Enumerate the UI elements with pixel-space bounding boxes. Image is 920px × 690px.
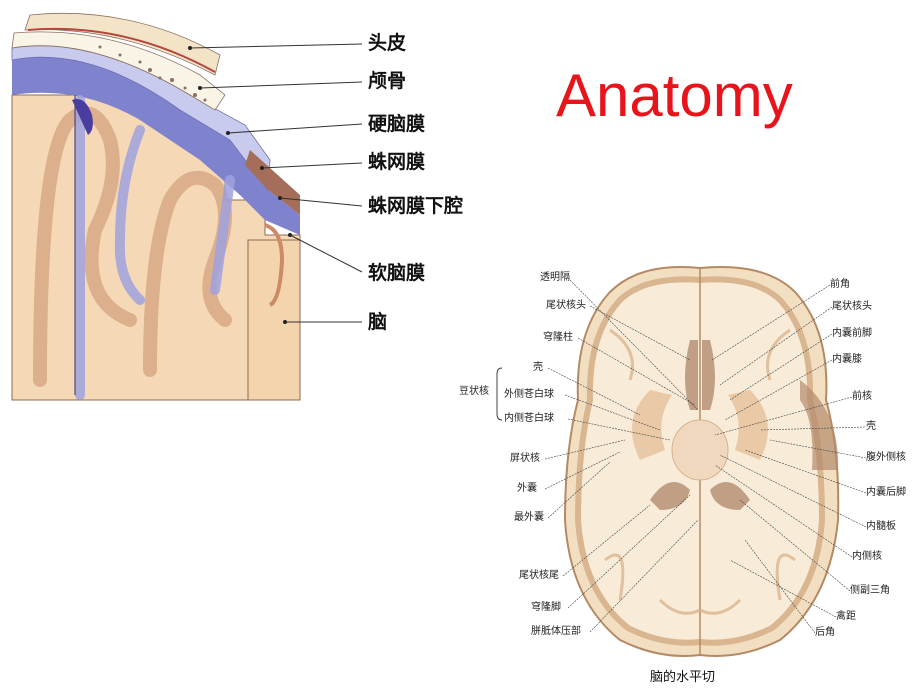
label-septum-pellucidum: 透明隔 xyxy=(540,272,570,283)
label-arachnoid: 蛛网膜 xyxy=(368,151,426,173)
label-pia-mater: 软脑膜 xyxy=(368,262,426,284)
label-anterior-horn: 前角 xyxy=(830,279,850,290)
label-internal-capsule-anterior-limb: 内囊前脚 xyxy=(832,328,872,339)
label-splenium: 胼胝体压部 xyxy=(531,626,581,637)
label-internal-capsule-posterior-limb: 内囊后脚 xyxy=(866,487,906,498)
label-lateral-globus-pallidus: 外侧苍白球 xyxy=(504,389,554,400)
label-anterior-nucleus: 前核 xyxy=(852,391,872,402)
label-skull: 颅骨 xyxy=(368,70,407,92)
label-external-capsule: 外囊 xyxy=(517,483,537,494)
label-extreme-capsule: 最外囊 xyxy=(514,512,544,523)
label-subarachnoid-space: 蛛网膜下腔 xyxy=(368,195,464,217)
label-brain: 脑 xyxy=(368,311,388,333)
label-medial-nucleus: 内侧核 xyxy=(852,551,882,562)
label-putamen-right: 壳 xyxy=(866,421,876,432)
label-caudate-head-left: 尾状核头 xyxy=(546,300,586,311)
label-fornix-crus: 穹隆脚 xyxy=(531,602,561,613)
label-calcar-avis: 禽距 xyxy=(836,611,856,622)
page-title: Anatomy xyxy=(556,62,793,129)
label-fornix-column: 穹隆柱 xyxy=(543,332,573,343)
label-internal-capsule-genu: 内囊膝 xyxy=(832,354,862,365)
label-collateral-trigone: 侧副三角 xyxy=(850,585,890,596)
label-caudate-tail: 尾状核尾 xyxy=(519,570,559,581)
label-medial-globus-pallidus: 内侧苍白球 xyxy=(504,413,554,424)
label-claustrum: 屏状核 xyxy=(510,453,540,464)
label-dura-mater: 硬脑膜 xyxy=(368,113,426,135)
label-scalp: 头皮 xyxy=(368,32,407,54)
brain-section-caption: 脑的水平切 xyxy=(650,670,716,685)
label-posterior-horn: 后角 xyxy=(815,627,835,638)
label-caudate-head-right: 尾状核头 xyxy=(832,301,872,312)
label-putamen-left: 壳 xyxy=(533,362,543,373)
meninges-diagram xyxy=(11,13,363,401)
label-lentiform-nucleus: 豆状核 xyxy=(459,386,489,397)
label-internal-medullary-lamina: 内髓板 xyxy=(866,521,896,532)
label-ventrolateral-nucleus: 腹外侧核 xyxy=(866,452,906,463)
